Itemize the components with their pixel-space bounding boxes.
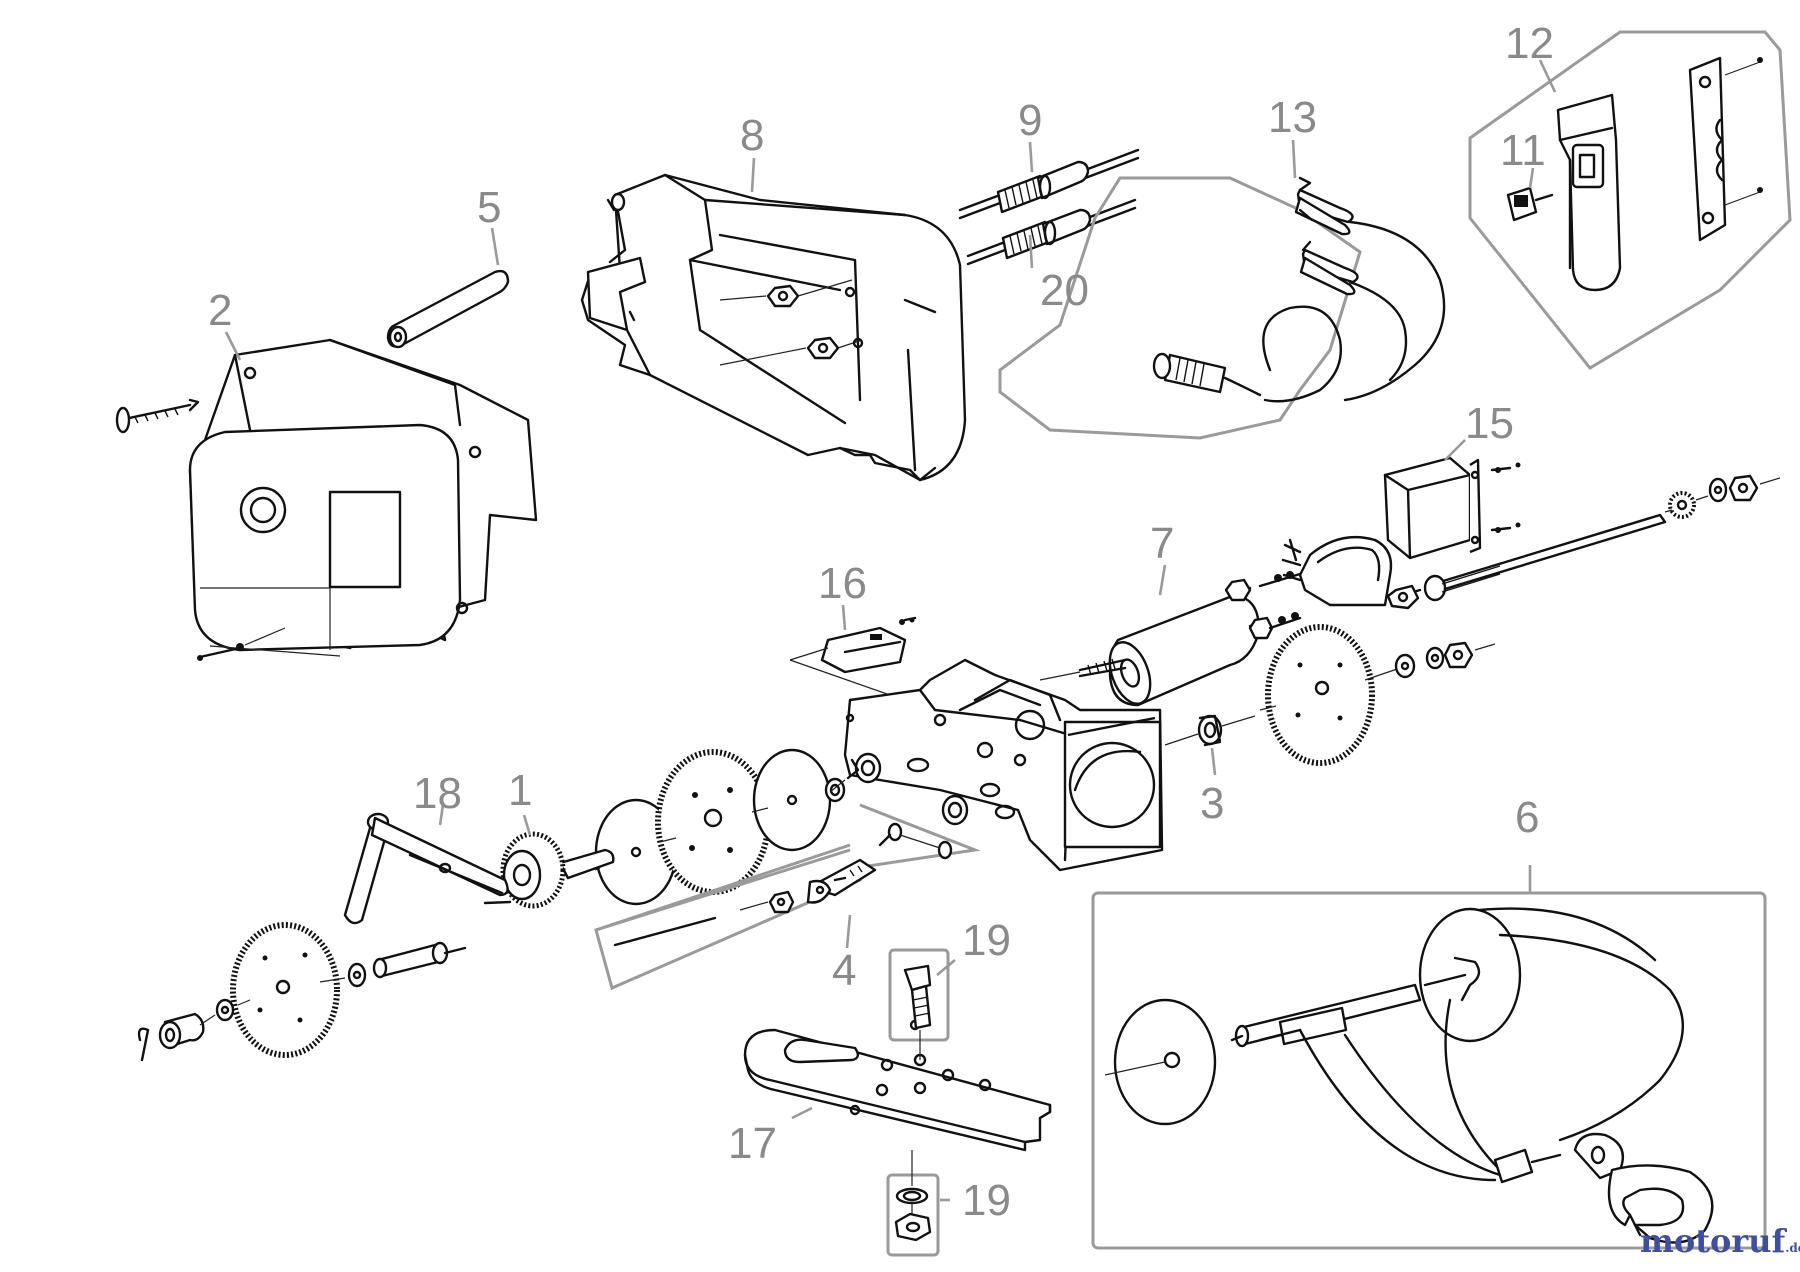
part-6-cable-drum-hook-group xyxy=(1091,891,1767,1250)
part-17-mounting-plate xyxy=(743,1019,1052,1152)
gear-large-right xyxy=(1259,624,1496,766)
watermark-logo: motoruf.de xyxy=(1640,1222,1800,1260)
part-4-brake-group xyxy=(594,803,981,991)
part-3-bushing xyxy=(1164,714,1256,747)
winch-frame xyxy=(843,658,1164,872)
rod-assembly xyxy=(1368,474,1781,610)
callout-20: 20 xyxy=(1040,266,1089,315)
callout-18: 18 xyxy=(413,769,462,818)
part-15-relay-box xyxy=(1383,456,1521,560)
part-16-limit-switch xyxy=(789,616,917,696)
part-1-clutch-knob xyxy=(500,831,615,909)
shaft-and-gear-lower-left xyxy=(137,922,467,1062)
leader-lines xyxy=(224,59,1557,1202)
callout-labels: 1 2 3 4 5 6 7 8 9 11 12 13 15 16 17 18 1… xyxy=(208,19,1554,1225)
callout-8: 8 xyxy=(740,111,764,160)
part-18-crank-handle xyxy=(343,812,512,925)
callout-13: 13 xyxy=(1268,93,1317,142)
part-19-nut xyxy=(886,1150,940,1257)
callout-16: 16 xyxy=(818,559,867,608)
callout-1: 1 xyxy=(508,766,532,815)
callout-9: 9 xyxy=(1018,96,1042,145)
part-20-cable-connector xyxy=(966,198,1137,266)
callout-19-nut: 19 xyxy=(962,1176,1011,1225)
callout-17: 17 xyxy=(728,1119,777,1168)
part-13-battery-cable-group xyxy=(998,176,1446,440)
callout-15: 15 xyxy=(1465,399,1514,448)
callout-5: 5 xyxy=(477,183,501,232)
part-19-bolt xyxy=(888,948,950,1060)
callout-19-bolt: 19 xyxy=(962,916,1011,965)
part-2-motor-cover xyxy=(115,338,538,661)
part-7-motor xyxy=(1039,571,1302,707)
watermark-text: motoruf xyxy=(1640,1222,1786,1260)
callout-3: 3 xyxy=(1200,779,1224,828)
callout-2: 2 xyxy=(208,286,232,335)
callout-11: 11 xyxy=(1500,126,1546,175)
callout-7: 7 xyxy=(1150,519,1174,568)
part-12-remote-switch-group xyxy=(1468,30,1792,370)
callout-4: 4 xyxy=(832,946,856,995)
callout-6: 6 xyxy=(1515,793,1539,842)
part-9-cable-connector xyxy=(958,148,1140,220)
brush-bracket xyxy=(1281,536,1393,607)
gear-train-left xyxy=(594,748,846,906)
callout-12: 12 xyxy=(1505,19,1554,68)
part-5-spacer-tube xyxy=(386,269,510,349)
watermark-suffix: .de xyxy=(1785,1241,1800,1255)
part-8-housing xyxy=(580,173,967,482)
part-11-switch-button xyxy=(1506,186,1554,222)
